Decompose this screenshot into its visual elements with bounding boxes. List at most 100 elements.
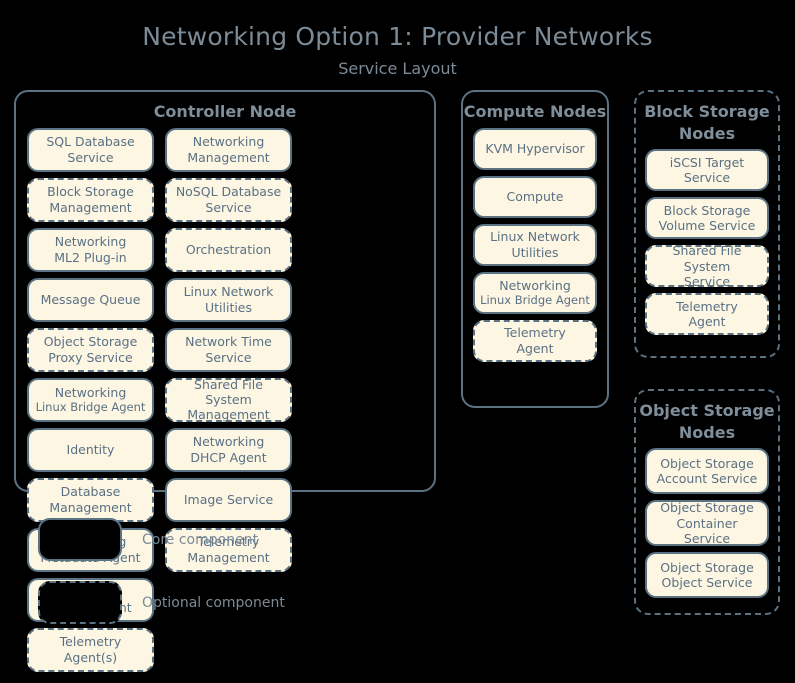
service-label-line2: Proxy Service: [48, 349, 133, 365]
service-box[interactable]: Compute: [473, 175, 597, 218]
service-label-line2: Management: [49, 199, 132, 215]
service-label-line1: Block Storage: [663, 202, 751, 218]
service-label-line1: Networking: [54, 234, 127, 250]
diagram-canvas: Networking Option 1: Provider Networks S…: [14, 22, 780, 672]
service-label-line1: Linux Network: [490, 229, 580, 245]
service-label-line1: Identity: [66, 441, 115, 457]
service-label-line2: Linux Bridge Agent: [35, 400, 146, 415]
service-label-line1: SQL Database: [46, 134, 135, 150]
service-label-line2: Management: [49, 499, 132, 515]
service-label-line2: Management: [187, 549, 270, 565]
service-label-line1: Network Time: [185, 334, 272, 350]
service-label-line2: ML2 Plug-in: [54, 249, 127, 265]
node-title-object-storage-nodes: Object Storage Nodes: [639, 401, 775, 442]
service-label-line1: Database: [60, 484, 121, 500]
service-label-line2: DHCP Agent: [190, 449, 267, 465]
service-label-line1: Telemetry: [197, 534, 260, 550]
node-title-compute-nodes: Compute Nodes: [463, 102, 607, 121]
service-label-line2: Linux Bridge Agent: [480, 293, 590, 308]
service-label-line1: Linux Network: [183, 284, 274, 300]
service-label-line2: Volume Service: [658, 218, 756, 234]
node-title-controller-node: Controller Node: [153, 102, 297, 121]
service-label-line1: Shared File System: [672, 243, 742, 274]
service-box[interactable]: Orchestration: [165, 227, 292, 272]
service-box[interactable]: KVM Hypervisor: [473, 127, 597, 170]
service-label-line2: Utilities: [204, 299, 253, 315]
legend-core-swatch: [38, 518, 122, 561]
service-label-line1: Shared File System: [194, 376, 263, 407]
node-title-block-storage-nodes: Block Storage Nodes: [644, 102, 770, 143]
service-label-line1: Block Storage: [47, 184, 134, 200]
service-label-line1: Telemetry: [504, 325, 566, 341]
service-label-line1: KVM Hypervisor: [485, 140, 585, 156]
legend-core-component: Core component: [38, 518, 258, 561]
service-label-line2: Service: [683, 273, 731, 289]
service-label-line2: Service: [67, 149, 114, 165]
service-label-line1: Compute: [506, 188, 564, 204]
service-label-line2: Service: [205, 349, 252, 365]
service-label-line2: Agent: [688, 314, 726, 330]
service-box[interactable]: Image Service: [165, 477, 292, 522]
service-label-line2: Management: [187, 407, 270, 423]
service-label-line2: Service: [683, 170, 731, 186]
service-label-line1: Orchestration: [185, 241, 272, 257]
service-label-line2: Utilities: [511, 244, 559, 260]
service-label-line2: Agent: [516, 340, 554, 356]
service-box[interactable]: Identity: [27, 427, 154, 472]
service-label-line1: Object Storage: [43, 334, 138, 350]
service-label-line1: Image Service: [183, 491, 274, 507]
service-label-line1: Object Storage: [660, 559, 754, 575]
service-label-line2: Account Service: [656, 471, 758, 487]
service-label-line1: Networking: [499, 277, 571, 293]
legend-optional-swatch: [38, 581, 122, 624]
page-title: Networking Option 1: Provider Networks: [142, 22, 653, 51]
service-label-line1: iSCSI Target: [669, 154, 745, 170]
page-subtitle: Service Layout: [338, 59, 457, 78]
legend-optional-component: Optional component: [38, 581, 285, 624]
service-label-line1: NoSQL Database: [175, 184, 282, 200]
service-label-line1: Object Storage: [660, 455, 754, 471]
service-box[interactable]: Message Queue: [27, 277, 154, 322]
service-label-line2: Management: [187, 149, 270, 165]
legend-optional-label: Optional component: [142, 594, 285, 611]
service-label-line2: Container Service: [676, 515, 738, 546]
service-label-line2: Service: [205, 199, 252, 215]
service-label-line1: Networking: [192, 134, 265, 150]
service-label-line1: Message Queue: [40, 291, 141, 307]
legend-core-label: Core component: [142, 531, 259, 548]
service-label-line1: Telemetry: [676, 298, 738, 314]
service-label-line2: Object Service: [661, 575, 753, 591]
service-label-line1: Networking: [54, 384, 127, 400]
